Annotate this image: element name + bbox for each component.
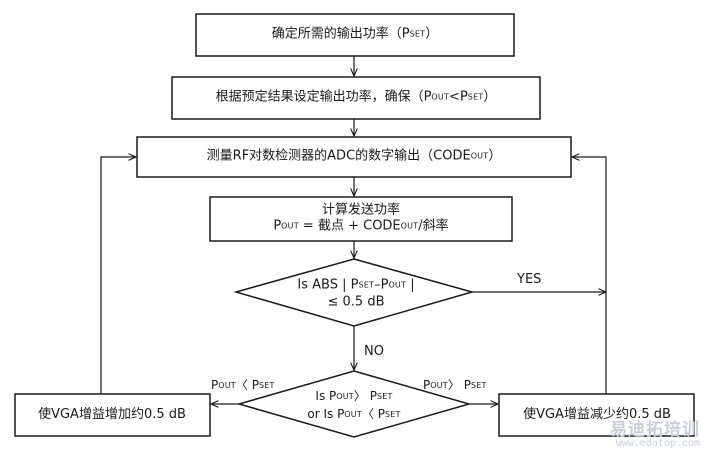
step-determine-power-label: 确定所需的输出功率（PSET） xyxy=(271,26,439,42)
box-calc-power xyxy=(209,196,513,242)
watermark-text: 易迪拓培训 xyxy=(610,420,700,440)
watermark: 易迪拓培训 www.edatop.com xyxy=(610,422,700,449)
box-decrease-gain xyxy=(498,393,695,437)
decision-compare-label: Is POUT〉 PSET or Is POUT〈 PSET xyxy=(307,389,401,421)
watermark-url: www.edatop.com xyxy=(615,438,700,449)
box-set-power xyxy=(171,76,541,120)
edge-pout-less-label: POUT〈 PSET xyxy=(211,378,275,392)
step-measure-adc-label: 测量RF对数检测器的ADC的数字输出（CODEOUT） xyxy=(206,148,502,164)
edge-no-label: NO xyxy=(364,344,384,359)
decision-compare xyxy=(236,370,472,438)
edge-yes-label: YES xyxy=(517,272,542,287)
edge-pout-greater-label: POUT〉 PSET xyxy=(423,378,487,392)
box-increase-gain xyxy=(14,393,211,437)
box-measure-adc xyxy=(136,136,572,178)
step-set-power-label: 根据预定结果设定输出功率，确保（POUT<PSET） xyxy=(215,89,497,105)
loop-left xyxy=(100,157,136,394)
loop-right xyxy=(572,157,607,394)
step-calc-power-label: 计算发送功率 POUT = 截点 + CODEOUT/斜率 xyxy=(273,202,449,234)
decision-abs-diff-label: Is ABS | PSET–POUT | ≤ 0.5 dB xyxy=(297,277,415,310)
box-determine-power xyxy=(195,13,515,57)
action-increase-gain-label: 使VGA增益增加约0.5 dB xyxy=(38,407,186,422)
action-decrease-gain-label: 使VGA增益减少约0.5 dB xyxy=(523,407,671,422)
